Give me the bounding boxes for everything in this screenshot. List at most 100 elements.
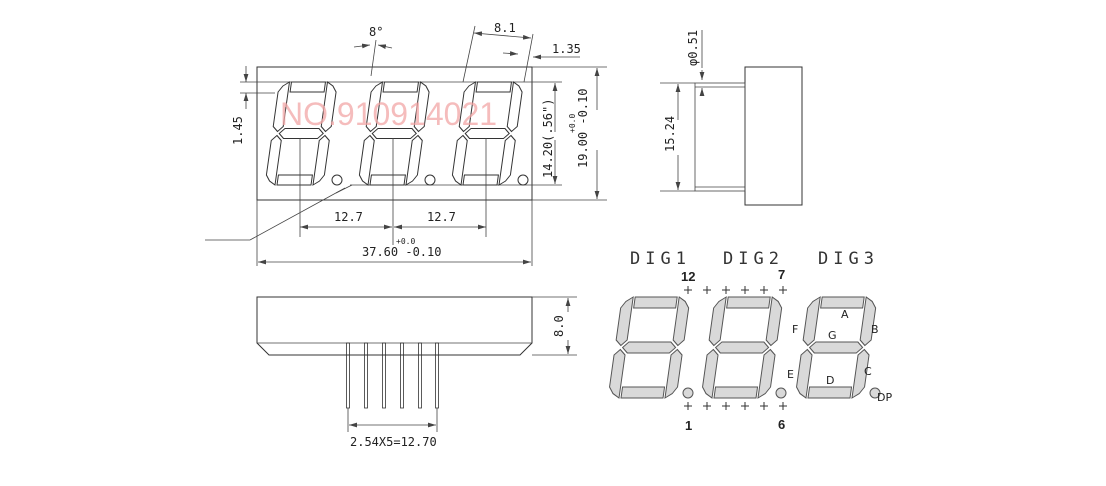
bottom-view: 8.0 2.54X5=12.70 [256,296,577,449]
segment-d [276,174,313,186]
front-view: 1.45 8° 1.35 8.1 1.35 14.20(.56") +0.0 1… [205,21,607,266]
segment-f [802,296,821,347]
seg-f-label: F [792,323,798,336]
front-body-outline [256,66,533,201]
top-margin-dim: 1.45 [231,116,245,145]
depth-dim: 8.0 [552,315,566,337]
pin-4 [400,342,404,409]
schematic-digit-2 [702,296,783,399]
side-body-outline [744,66,803,206]
segment-e [796,348,813,399]
slant-offset-dim: 1.35 [552,42,581,56]
pin-mark [722,402,730,410]
segment-b [765,296,783,347]
angle-dim: 8° [369,25,383,39]
segment-width-dim: 8.1 [494,21,516,35]
pin-mark [779,286,787,294]
segment-f [365,81,384,133]
segment-d [369,174,406,186]
segment-c [498,134,516,186]
schematic-digit-3 [796,296,877,399]
segment-c [757,348,776,399]
segment-schematic: DIG1 DIG2 DIG3 12 7 1 6 A B C D E F G DP [609,249,892,433]
pin-mark [684,402,692,410]
decimal-point [517,174,529,186]
segment-g [714,341,770,354]
pin-12-label: 12 [681,269,695,284]
pin-mark [741,402,749,410]
segment-c [851,348,870,399]
segment-f [615,296,634,347]
pin-2 [364,342,368,409]
front-digits [265,81,529,186]
segment-g [371,128,417,139]
width-tol: +0.0 [396,237,415,246]
width-dim: 37.60 -0.10 [362,245,441,259]
segment-c [664,348,683,399]
pin-5 [418,342,422,409]
pitch-left-dim: 12.7 [334,210,363,224]
seg-a-label: A [841,308,849,321]
dig1-label: DIG1 [630,249,691,269]
segment-b [413,81,430,133]
segment-e [265,134,282,186]
pin-diameter-dim: φ0.51 [686,30,700,66]
segment-e [609,348,626,399]
schematic-digits [609,296,881,399]
segment-a [382,81,420,93]
pin-mark [722,286,730,294]
pin-6-label: 6 [778,417,785,432]
segment-f [708,296,727,347]
segment-a [726,296,771,309]
seg-e-label: E [787,368,794,381]
segment-f [458,81,477,133]
seg-d-label: D [826,374,834,387]
pin-1 [346,342,350,409]
segment-a [820,296,865,309]
pitch-right-dim: 12.7 [427,210,456,224]
pin-spacing-dim: 2.54X5=12.70 [350,435,437,449]
segment-g [808,341,864,354]
front-digit-2 [358,81,430,186]
decimal-point [869,387,881,399]
segment-c [405,134,423,186]
bottom-body-outline [256,296,533,356]
segment-g [621,341,677,354]
segment-b [320,81,337,133]
front-digit-3 [451,81,523,186]
front-digit-1 [265,81,337,186]
decimal-point [682,387,694,399]
side-pins [694,82,746,192]
segment-a [289,81,327,93]
segment-c [312,134,330,186]
pin-7-label: 7 [778,267,785,282]
pin-6 [435,342,439,409]
digit-height-dim: 14.20(.56") [541,99,555,178]
segment-e [358,134,375,186]
dig3-label: DIG3 [818,249,879,269]
segment-f [272,81,291,133]
segment-g [464,128,510,139]
segment-b [672,296,690,347]
pin-mark [703,286,711,294]
segment-e [451,134,468,186]
pin-row-spacing-dim: 15.24 [663,116,677,152]
segment-b [506,81,523,133]
segment-d [807,386,853,399]
segment-d [620,386,666,399]
pin-mark [684,286,692,294]
pins [346,342,439,432]
seg-dp-label: DP [877,391,892,404]
segment-d [713,386,759,399]
pin-mark [741,286,749,294]
pin-mark [779,402,787,410]
decimal-point [424,174,436,186]
seg-g-label: G [828,329,837,342]
pin-1-label: 1 [685,418,692,433]
height-dim: 19.00 -0.10 [576,89,590,168]
segment-a [633,296,678,309]
pin-mark [760,402,768,410]
segment-a [475,81,513,93]
seg-b-label: B [871,323,879,336]
